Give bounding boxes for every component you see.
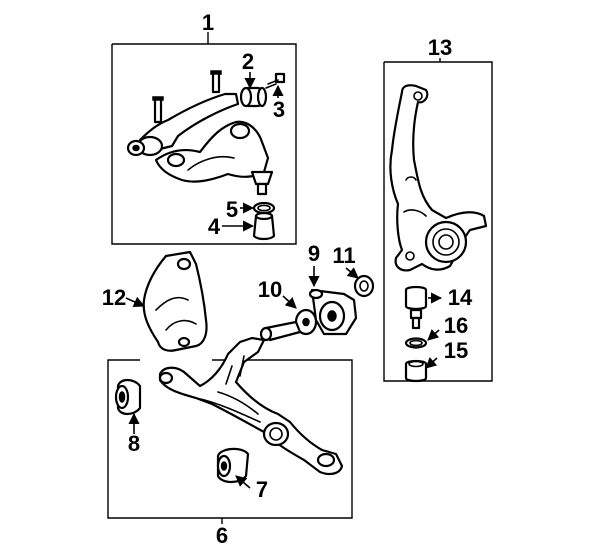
callout-6: 6	[216, 523, 228, 548]
leader-lines	[125, 72, 443, 489]
upper-arm-bolt	[265, 72, 286, 89]
callout-10: 10	[258, 277, 282, 302]
knuckle-group-box	[383, 58, 493, 382]
callout-4: 4	[208, 214, 221, 239]
callout-14: 14	[448, 285, 473, 310]
lower-control-arm	[158, 320, 344, 476]
snap-ring	[252, 201, 276, 215]
callout-1: 1	[202, 10, 214, 35]
compliance-bracket	[142, 250, 208, 352]
ball-joint-snap-ring	[404, 337, 428, 349]
callout-13: 13	[428, 35, 452, 60]
steering-knuckle	[389, 84, 488, 272]
upper-arm-group-box	[111, 32, 297, 245]
callout-15: 15	[444, 338, 468, 363]
radius-rod-mount	[308, 288, 358, 336]
callout-7: 7	[256, 477, 268, 502]
callout-8: 8	[128, 431, 140, 456]
compliance-bushing	[216, 447, 250, 484]
callout-2: 2	[242, 49, 254, 74]
callout-3: 3	[273, 97, 285, 122]
callout-11: 11	[332, 243, 355, 268]
ball-joint-boot	[404, 359, 428, 383]
upper-control-arm	[126, 70, 274, 196]
lower-arm-bushing	[114, 378, 142, 416]
callout-9: 9	[308, 241, 320, 266]
dust-boot	[252, 211, 276, 241]
radius-rod-cap	[353, 274, 375, 298]
callout-5: 5	[226, 197, 238, 222]
upper-arm-bushing	[239, 86, 268, 108]
lower-ball-joint	[404, 285, 428, 330]
lower-arm-group-box	[107, 359, 353, 524]
callout-12: 12	[102, 285, 126, 310]
callout-16: 16	[444, 313, 468, 338]
